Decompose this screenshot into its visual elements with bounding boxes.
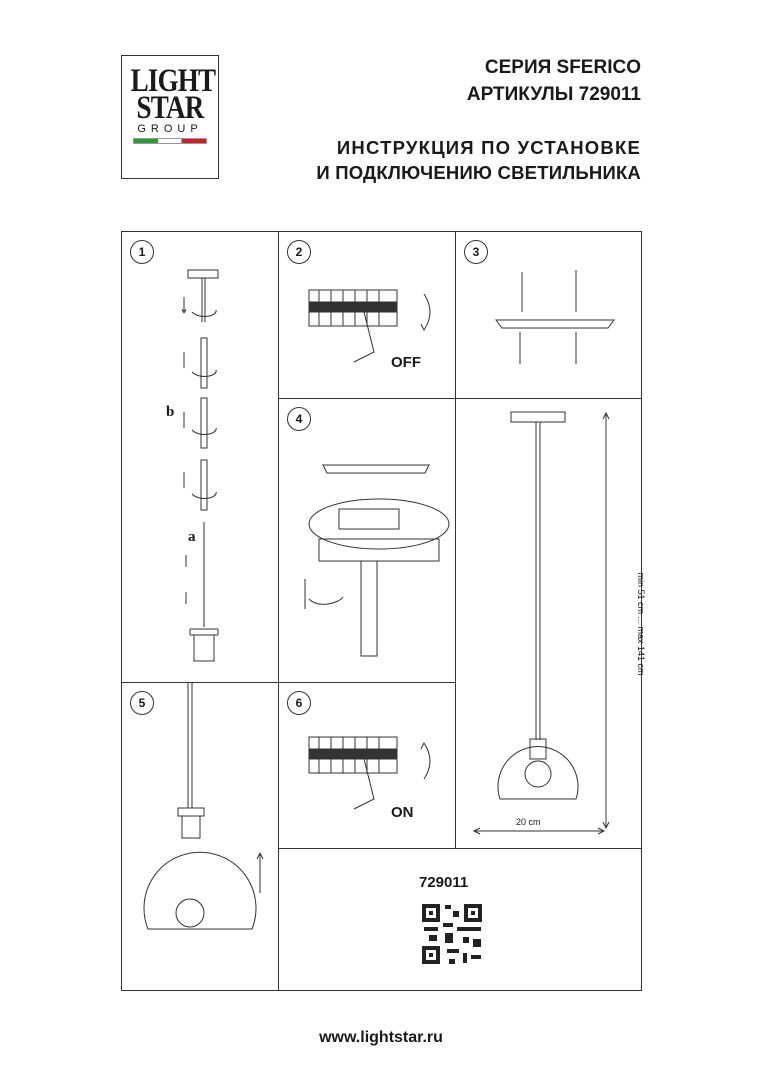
step-number: 5 <box>130 691 154 715</box>
step-6-panel: 6 ON <box>278 682 456 849</box>
step-number: 1 <box>130 240 154 264</box>
mounting-bracket-drawing <box>495 270 615 364</box>
italian-flag-stripe <box>133 138 207 144</box>
articles-title: АРТИКУЛЫ 729011 <box>466 84 641 105</box>
step-3-panel: 3 <box>455 231 642 399</box>
step-number: 6 <box>287 691 311 715</box>
step-5-panel: 5 <box>121 682 279 991</box>
step-number: 3 <box>464 240 488 264</box>
height-dimension: min 51 cm ... max 141 cm <box>636 572 646 676</box>
title-line: И ПОДКЛЮЧЕНИЮ СВЕТИЛЬНИКА <box>316 162 641 183</box>
logo-text: LIGHT <box>130 63 216 99</box>
label-a: a <box>188 529 196 545</box>
logo-text: GROUP <box>137 123 203 135</box>
rod-assembly-drawing <box>181 269 219 662</box>
step-1-panel: 1 b a <box>121 231 279 683</box>
article-panel: 729011 <box>278 848 642 991</box>
width-dimension: 20 cm <box>516 817 541 827</box>
title-line: ИНСТРУКЦИЯ ПО УСТАНОВКЕ <box>336 137 641 158</box>
on-label: ON <box>391 804 414 821</box>
wiring-connection-drawing <box>304 464 450 657</box>
website-link[interactable]: www.lightstar.ru <box>319 1029 443 1046</box>
series-title: СЕРИЯ SFERICO <box>484 57 641 78</box>
breaker-off-drawing <box>308 289 431 363</box>
qr-code <box>422 904 482 964</box>
article-number: 729011 <box>419 874 469 891</box>
step-4-panel: 4 <box>278 398 456 683</box>
step-2-panel: 2 OFF <box>278 231 456 399</box>
dimensions-panel: min 51 cm ... max 141 cm 20 cm <box>455 398 646 849</box>
step-number: 4 <box>287 407 311 431</box>
series-header: СЕРИЯ SFERICO АРТИКУЛЫ 729011 <box>467 54 641 108</box>
pendant-dimensions-drawing <box>472 411 610 835</box>
breaker-on-drawing <box>308 736 431 810</box>
logo-text: STAR <box>136 90 205 126</box>
label-b: b <box>166 404 175 420</box>
lightstar-logo: LIGHT STAR GROUP <box>121 55 219 179</box>
shade-assembly-drawing <box>143 683 264 930</box>
instruction-title: ИНСТРУКЦИЯ ПО УСТАНОВКЕ И ПОДКЛЮЧЕНИЮ СВ… <box>316 135 641 185</box>
off-label: OFF <box>391 354 421 371</box>
step-number: 2 <box>287 240 311 264</box>
